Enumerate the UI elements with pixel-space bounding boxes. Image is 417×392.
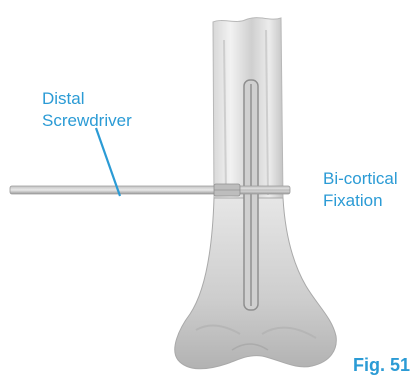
bicortical-label-line2: Fixation (323, 190, 398, 212)
distal-label-line1: Distal (42, 88, 132, 110)
distal-screwdriver-label: Distal Screwdriver (42, 88, 132, 132)
distal-label-line2: Screwdriver (42, 110, 132, 132)
bicortical-fixation-label: Bi-cortical Fixation (323, 168, 398, 212)
bicortical-label-line1: Bi-cortical (323, 168, 398, 190)
figure-number: Fig. 51 (353, 355, 410, 376)
distal-screwdriver (10, 184, 290, 196)
intramedullary-nail (244, 80, 258, 310)
